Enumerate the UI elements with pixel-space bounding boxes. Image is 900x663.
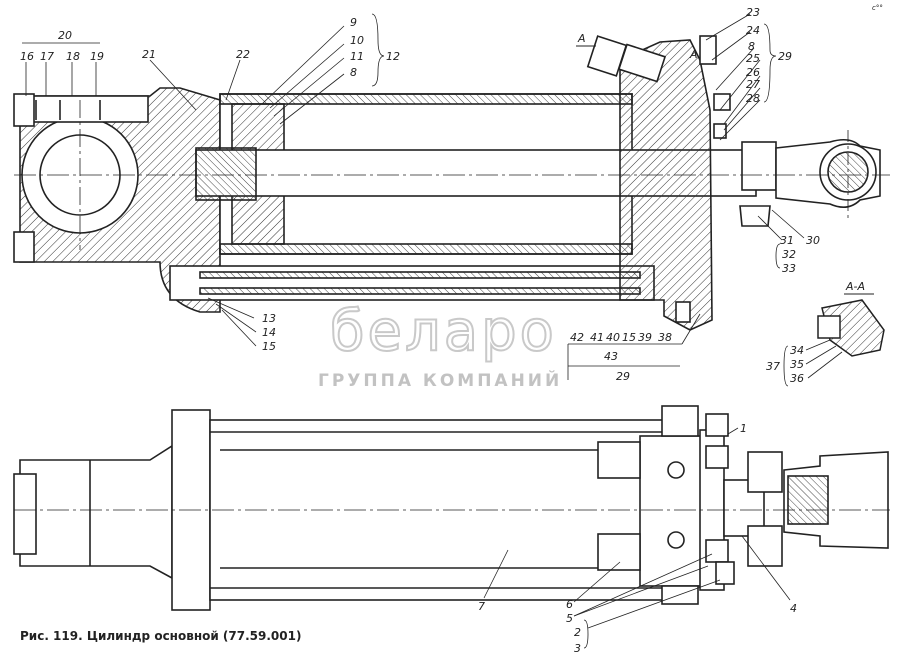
callouts-bottom: 1 7 6 5 4 2 3: [478, 422, 797, 655]
callout-43: 43: [604, 350, 618, 363]
corner-mark: с°°: [872, 4, 883, 12]
callout-20: 20: [58, 29, 72, 42]
callout-24: 24: [746, 24, 760, 37]
callout-31: 31: [780, 234, 794, 247]
callout-1: 1: [740, 422, 747, 435]
callout-3: 3: [574, 642, 581, 655]
callout-12: 12: [386, 50, 400, 63]
leader-lines: [22, 13, 843, 649]
callout-25: 25: [746, 52, 760, 65]
section-a-a-detail: [817, 299, 885, 357]
callout-18: 18: [66, 50, 80, 63]
figure-caption: Рис. 119. Цилиндр основной (77.59.001): [20, 629, 301, 643]
watermark: беларо ГРУППА КОМПАНИЙ: [318, 298, 562, 391]
callout-6: 6: [566, 598, 573, 611]
callout-16: 16: [20, 50, 34, 63]
callout-22: 22: [236, 48, 250, 61]
callout-7: 7: [478, 600, 485, 613]
callout-8b: 8: [748, 40, 755, 53]
section-title-a-a: А-А: [845, 280, 865, 293]
callout-35: 35: [790, 358, 804, 371]
callout-40: 40: [606, 331, 620, 344]
callout-11: 11: [350, 50, 364, 63]
callout-14: 14: [262, 326, 276, 339]
section-view: [13, 35, 890, 331]
callout-32: 32: [782, 248, 796, 261]
watermark-subtitle: ГРУППА КОМПАНИЙ: [318, 369, 562, 391]
section-mark-a1: А: [577, 32, 586, 45]
section-marks: А А А-А: [576, 32, 874, 295]
callout-41: 41: [590, 331, 604, 344]
callout-29a: 29: [778, 50, 792, 63]
callout-15b: 15: [622, 331, 636, 344]
callout-19: 19: [90, 50, 104, 63]
callout-10: 10: [350, 34, 364, 47]
callout-13: 13: [262, 312, 276, 325]
callout-4: 4: [790, 602, 797, 615]
callout-15: 15: [262, 340, 276, 353]
exterior-view: [13, 405, 890, 611]
callout-8: 8: [350, 66, 357, 79]
callout-29b: 29: [616, 370, 630, 383]
callouts-top: 20 16 17 18 19 21 22 9 10 11 8 12 23 24 …: [20, 6, 820, 385]
callout-30: 30: [806, 234, 820, 247]
callout-21: 21: [142, 48, 156, 61]
callout-37: 37: [766, 360, 780, 373]
callout-26: 26: [746, 66, 760, 79]
callout-39: 39: [638, 331, 652, 344]
callout-33: 33: [782, 262, 796, 275]
callout-38: 38: [658, 331, 672, 344]
callout-23: 23: [746, 6, 760, 19]
callout-5: 5: [566, 612, 573, 625]
section-mark-a2: А: [689, 48, 698, 61]
callout-36: 36: [790, 372, 804, 385]
callout-27: 27: [746, 78, 760, 91]
callout-9: 9: [350, 16, 357, 29]
callout-28: 28: [746, 92, 760, 105]
callout-17: 17: [40, 50, 54, 63]
callout-42: 42: [570, 331, 584, 344]
watermark-brand: беларо: [330, 299, 557, 364]
callout-2: 2: [574, 626, 581, 639]
callout-34: 34: [790, 344, 804, 357]
